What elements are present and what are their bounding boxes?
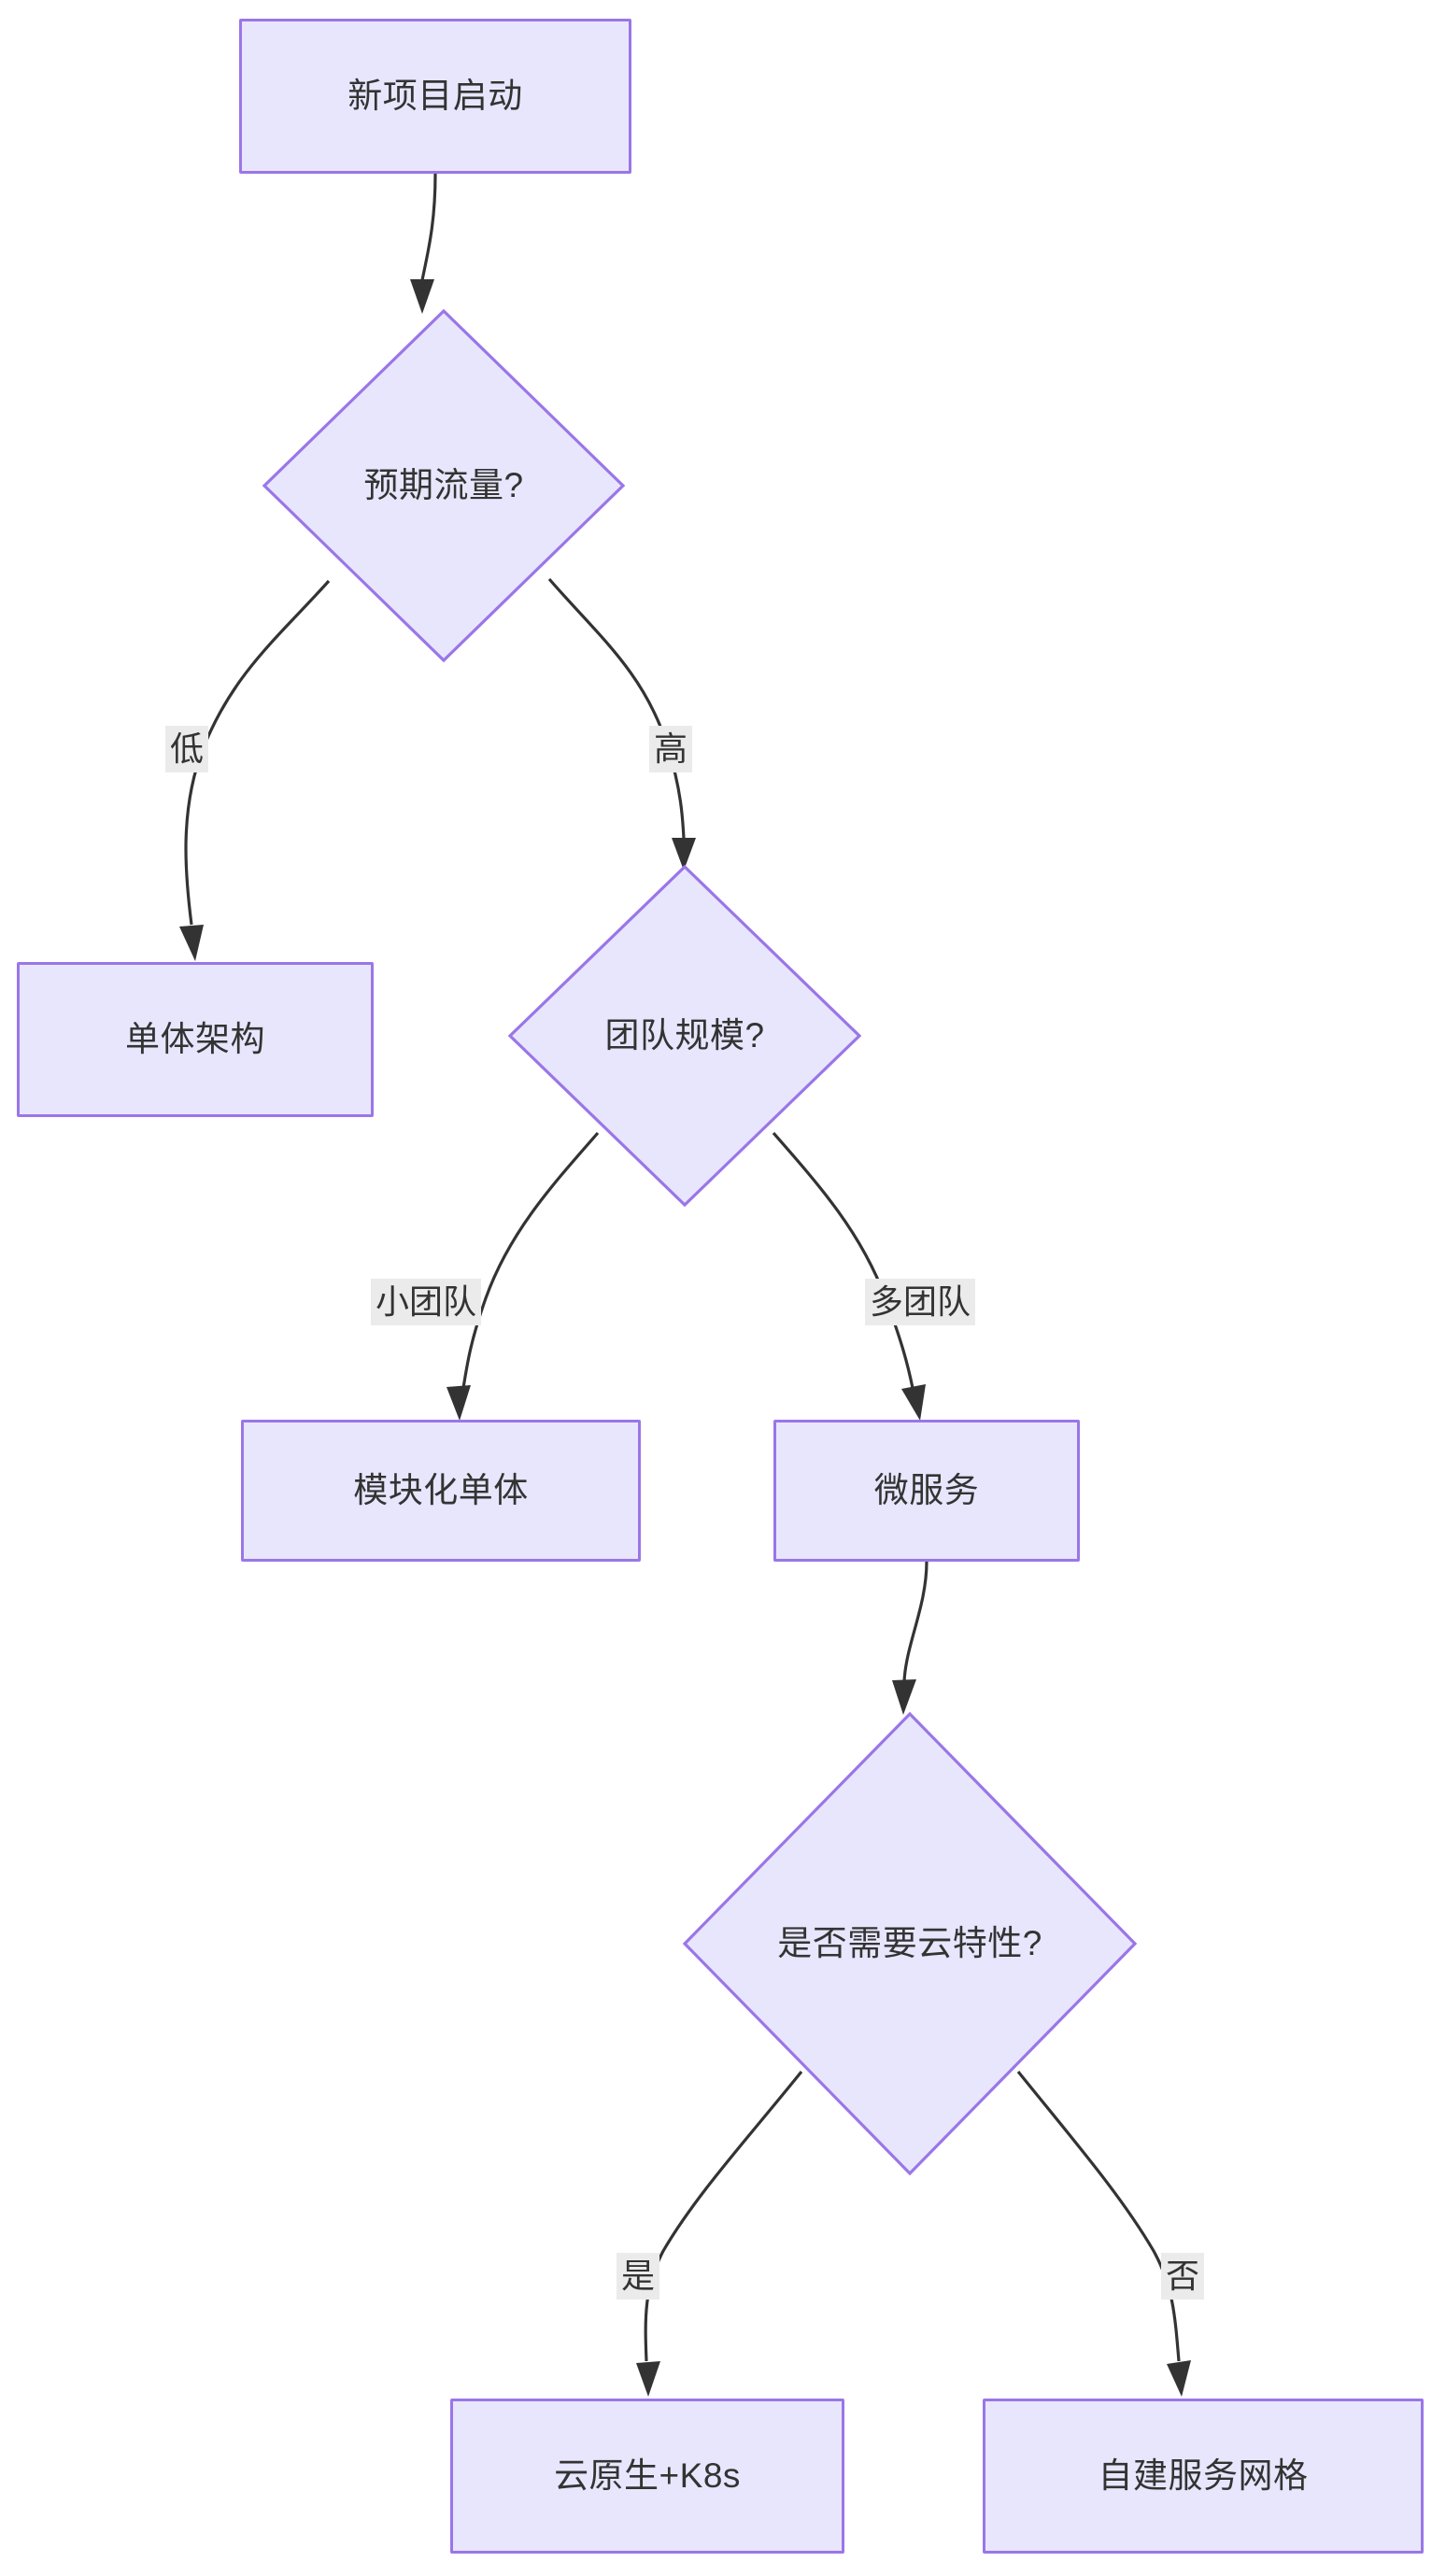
node-micro-label: 微服务 xyxy=(873,1470,980,1509)
node-modmono-label: 模块化单体 xyxy=(353,1470,529,1509)
node-modmono[interactable]: 模块化单体 xyxy=(241,1420,641,1562)
node-k8s-label: 云原生+K8s xyxy=(554,2456,741,2495)
edge-label-small-team: 小团队 xyxy=(370,1279,482,1325)
edge-label-yes: 是 xyxy=(616,2253,660,2300)
edge-label-multi-team: 多团队 xyxy=(864,1279,976,1325)
node-team-label: 团队规模? xyxy=(604,1015,765,1054)
node-k8s[interactable]: 云原生+K8s xyxy=(450,2399,844,2554)
arrowhead-traffic-to-team xyxy=(672,838,696,870)
arrowhead-traffic-to-mono xyxy=(179,925,204,961)
node-mono[interactable]: 单体架构 xyxy=(17,962,374,1117)
node-mesh-label: 自建服务网格 xyxy=(1098,2456,1309,2495)
edge-label-high: 高 xyxy=(648,726,693,772)
arrowhead-start-to-traffic xyxy=(410,279,434,314)
arrowhead-cloud-to-k8s xyxy=(636,2361,660,2397)
node-micro[interactable]: 微服务 xyxy=(773,1420,1080,1562)
arrowhead-cloud-to-mesh xyxy=(1167,2360,1191,2397)
edge-label-low: 低 xyxy=(164,726,209,772)
node-traffic[interactable]: 预期流量? xyxy=(262,308,626,663)
edge-team-to-modmono xyxy=(461,1131,600,1389)
node-cloud[interactable]: 是否需要云特性? xyxy=(682,1711,1138,2176)
arrowhead-micro-to-cloud xyxy=(892,1679,916,1715)
node-start-label: 新项目启动 xyxy=(347,76,523,115)
edge-cloud-to-mesh xyxy=(1016,2070,1181,2362)
node-team[interactable]: 团队规模? xyxy=(507,864,862,1208)
edge-start-to-traffic xyxy=(420,173,437,281)
node-start[interactable]: 新项目启动 xyxy=(239,19,631,174)
node-traffic-shape xyxy=(262,308,626,663)
node-team-shape xyxy=(507,864,862,1208)
edge-micro-to-cloud xyxy=(902,1561,929,1682)
edge-label-no: 否 xyxy=(1160,2253,1205,2300)
node-traffic-label: 预期流量? xyxy=(363,465,524,504)
arrowhead-team-to-modmono xyxy=(447,1385,471,1421)
node-mono-label: 单体架构 xyxy=(125,1019,265,1058)
node-cloud-label: 是否需要云特性? xyxy=(777,1923,1042,1962)
edge-cloud-to-k8s xyxy=(644,2070,803,2362)
node-mesh[interactable]: 自建服务网格 xyxy=(983,2399,1424,2554)
node-cloud-shape xyxy=(682,1711,1138,2176)
arrowhead-team-to-micro xyxy=(901,1384,926,1421)
